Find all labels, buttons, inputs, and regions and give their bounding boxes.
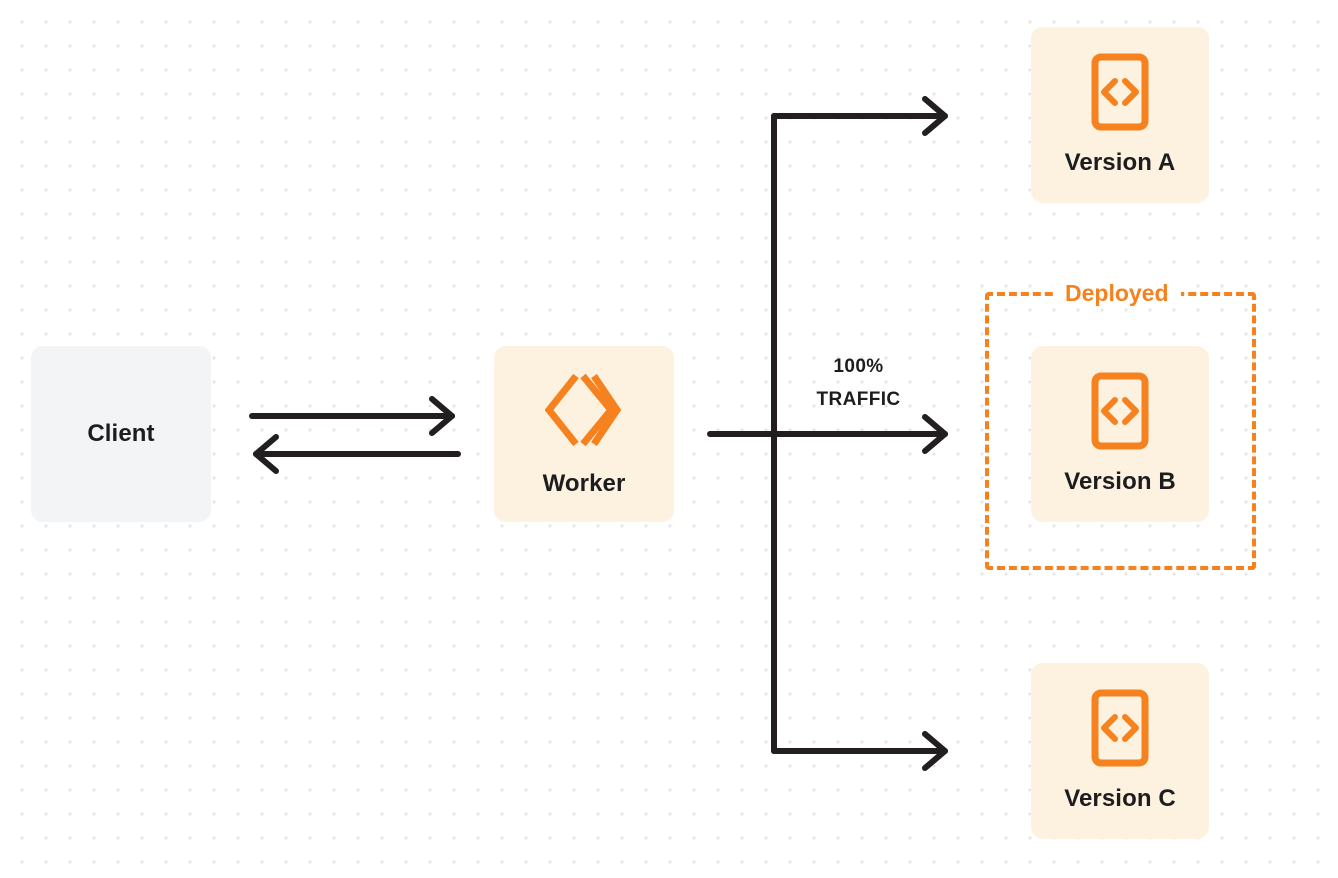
node-worker[interactable]: Worker <box>494 346 674 522</box>
edge-worker-to-version-c <box>771 731 948 771</box>
cloudflare-workers-icon <box>544 370 623 450</box>
node-version-a[interactable]: Version A <box>1031 27 1209 203</box>
edge-worker-to-version-b <box>707 414 948 454</box>
traffic-word: TRAFFIC <box>816 389 901 411</box>
code-file-icon <box>1090 53 1150 131</box>
node-version-c[interactable]: Version C <box>1031 663 1209 839</box>
code-file-icon <box>1090 689 1150 767</box>
node-version-c-label: Version C <box>1064 785 1176 812</box>
node-client-label: Client <box>87 420 155 447</box>
traffic-percent: 100% <box>833 356 884 377</box>
edge-client-to-worker <box>249 396 455 436</box>
deployed-group-label: Deployed <box>1053 282 1181 305</box>
code-file-icon <box>1090 372 1150 450</box>
node-version-b[interactable]: Version B <box>1031 346 1209 522</box>
node-worker-label: Worker <box>542 470 626 497</box>
node-version-b-label: Version B <box>1064 468 1176 495</box>
edge-worker-to-client <box>253 434 461 474</box>
edge-worker-to-version-a <box>771 96 948 136</box>
node-version-a-label: Version A <box>1064 149 1176 176</box>
traffic-share-label: 100% TRAFFIC <box>786 350 931 417</box>
node-client[interactable]: Client <box>31 346 211 522</box>
